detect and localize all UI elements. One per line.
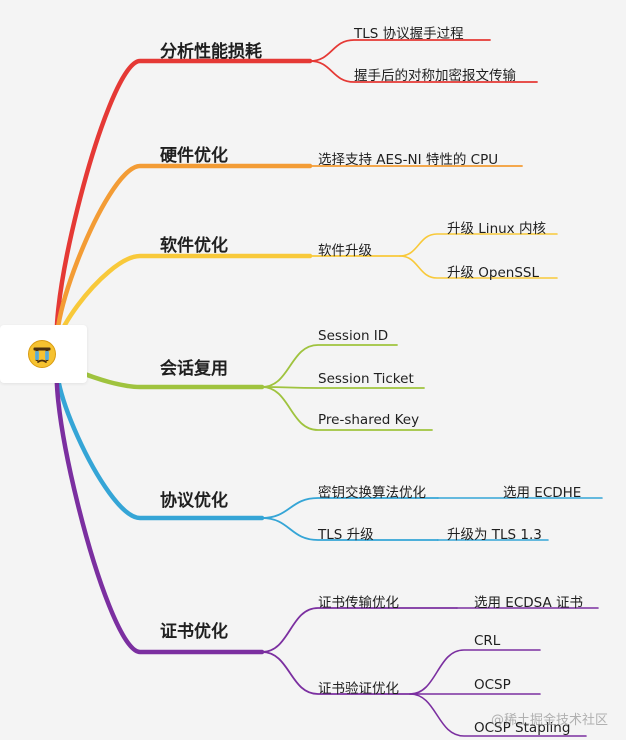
leaf-node[interactable]: OCSP: [474, 677, 511, 693]
sub-node[interactable]: Session ID: [318, 328, 389, 344]
branch-links: [54, 39, 603, 737]
sub-branch-line: [261, 607, 458, 653]
leaf-line: [399, 233, 558, 257]
branch-line: [54, 253, 313, 358]
leaf-line: [409, 693, 587, 737]
sub-node[interactable]: 证书验证优化: [318, 681, 399, 697]
sub-node[interactable]: Session Ticket: [318, 371, 414, 387]
leaf-line: [409, 649, 541, 695]
sub-node[interactable]: Pre-shared Key: [318, 412, 420, 428]
leaf-node[interactable]: 升级 OpenSSL: [447, 265, 540, 281]
leaf-node[interactable]: 选用 ECDSA 证书: [474, 595, 583, 611]
tired-face-emoji-icon: [28, 340, 56, 368]
branch-node[interactable]: 会话复用: [160, 359, 228, 379]
sub-branch-line: [261, 344, 398, 388]
sub-node[interactable]: 证书传输优化: [318, 595, 399, 611]
sub-node[interactable]: TLS 协议握手过程: [354, 26, 464, 42]
sub-branch-line: [261, 386, 425, 389]
sub-branch-line: [261, 386, 433, 431]
watermark: @稀土掘金技术社区: [490, 713, 608, 728]
leaf-node[interactable]: 选用 ECDHE: [503, 485, 582, 501]
branch-node[interactable]: 协议优化: [160, 491, 228, 511]
leaf-node[interactable]: 升级 Linux 内核: [447, 221, 546, 237]
leaf-line: [399, 255, 558, 279]
leaf-node[interactable]: OCSP Stapling: [474, 720, 571, 736]
sub-branch-line: [261, 497, 439, 519]
leaf-node[interactable]: 升级为 TLS 1.3: [447, 527, 542, 543]
branch-line: [54, 163, 313, 358]
sub-branch-line: [309, 60, 538, 83]
sub-branch-line: [261, 651, 411, 695]
branch-node[interactable]: 分析性能损耗: [160, 42, 262, 62]
sub-node[interactable]: 握手后的对称加密报文传输: [354, 68, 516, 84]
branch-line: [54, 58, 313, 358]
leaf-node[interactable]: CRL: [474, 633, 501, 649]
branch-node[interactable]: 软件优化: [160, 236, 228, 256]
sub-node[interactable]: 密钥交换算法优化: [318, 485, 426, 501]
center-node[interactable]: [0, 325, 87, 383]
branch-node[interactable]: 证书优化: [160, 622, 228, 642]
sub-node[interactable]: 选择支持 AES-NI 特性的 CPU: [318, 152, 499, 168]
branch-node[interactable]: 硬件优化: [160, 146, 228, 166]
sub-branch-line: [309, 39, 491, 62]
sub-branch-line: [261, 517, 439, 541]
sub-node[interactable]: TLS 升级: [318, 527, 374, 543]
sub-node[interactable]: 软件升级: [318, 243, 372, 259]
